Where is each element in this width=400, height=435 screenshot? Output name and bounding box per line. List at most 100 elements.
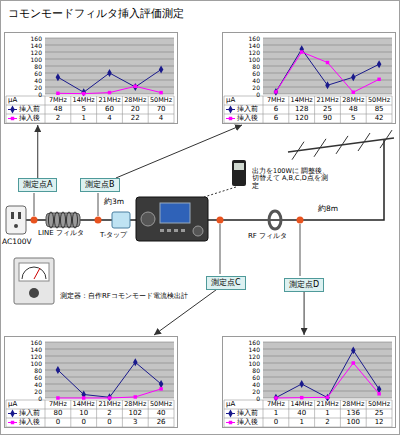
data-marker <box>107 69 112 77</box>
chart-text: 挿入後 <box>19 114 44 123</box>
annotation-label: T-タップ <box>100 231 127 239</box>
chart-text: 挿入前 <box>237 105 262 114</box>
transceiver <box>136 197 208 241</box>
coil-winding <box>49 212 54 228</box>
table-line <box>392 400 393 427</box>
chart-text: μA <box>226 400 262 409</box>
button <box>174 229 178 232</box>
chart-text: 100 <box>5 360 42 367</box>
button <box>181 229 185 232</box>
chart-text: 100 <box>340 418 366 427</box>
coil-winding <box>55 212 60 228</box>
chart-text: 40 <box>148 409 174 418</box>
table-line <box>340 400 341 427</box>
annotation-label: RF フィルタ <box>248 232 287 240</box>
meter-knob <box>29 288 39 298</box>
coil-winding <box>67 212 72 228</box>
t-tap <box>112 212 130 228</box>
data-marker <box>108 91 111 94</box>
data-line <box>58 86 161 93</box>
data-marker <box>159 380 164 388</box>
data-marker <box>326 61 329 64</box>
tuning-knob <box>141 212 155 226</box>
grid-line <box>263 38 392 39</box>
data-marker <box>377 78 380 81</box>
outlet-ground <box>14 224 18 228</box>
data-marker <box>133 83 138 91</box>
data-marker <box>274 396 277 399</box>
grid-line <box>263 94 392 95</box>
chart-panel: 160140120100806040200μA7MHz14MHz21MHz28M… <box>222 336 396 428</box>
table-line <box>70 400 71 427</box>
chart-text: 12 <box>366 418 392 427</box>
connector-arrow <box>116 125 242 178</box>
chart-text: 挿入前 <box>19 105 44 114</box>
chart-text: 48 <box>340 105 366 114</box>
table-line <box>174 96 175 123</box>
chart-text: 25 <box>366 409 392 418</box>
table-line <box>122 96 123 123</box>
grid-line <box>45 80 174 81</box>
chart-text: 40 <box>5 381 42 388</box>
table-line <box>6 427 174 428</box>
data-marker <box>300 50 303 53</box>
table-line <box>122 400 123 427</box>
chart-text: 140 <box>223 346 260 353</box>
meter-needle <box>34 268 40 279</box>
chart-text: 42 <box>366 114 392 123</box>
legend-marker <box>228 106 233 114</box>
chart-text: 128 <box>289 105 315 114</box>
table-line <box>366 96 367 123</box>
table-line <box>314 400 315 427</box>
chart-text: 0 <box>97 418 123 427</box>
data-marker <box>56 396 59 399</box>
grid-line <box>45 38 174 39</box>
button <box>160 229 164 232</box>
chart-text: 21MHz <box>315 400 341 409</box>
connector-arrow <box>304 292 305 335</box>
chart-text: 60 <box>5 70 42 77</box>
data-marker <box>299 45 304 53</box>
leader-line <box>98 193 99 216</box>
chart-text: 120 <box>223 353 260 360</box>
data-marker <box>299 380 304 388</box>
chart-text: 2 <box>45 114 71 123</box>
transceiver-display <box>160 203 190 223</box>
annotation-label: 測定器：自作RFコモンモード電流検出計 <box>60 292 188 300</box>
data-marker <box>134 395 137 398</box>
table-line <box>263 96 264 123</box>
chart-text: 28MHz <box>340 400 366 409</box>
grid-line <box>45 342 174 343</box>
chart-text: 120 <box>223 49 260 56</box>
table-line <box>314 96 315 123</box>
data-marker <box>274 90 277 93</box>
chart-text: 80 <box>223 367 260 374</box>
data-marker <box>82 396 85 399</box>
data-marker <box>159 66 164 74</box>
power-meter <box>232 160 246 186</box>
plot-area <box>263 342 392 398</box>
chart-text: 5 <box>71 105 97 114</box>
chart-text: 7MHz <box>263 96 289 105</box>
measure-point <box>95 217 102 224</box>
grid-line <box>263 391 392 392</box>
chart-text: 挿入後 <box>237 418 262 427</box>
data-line <box>276 363 379 398</box>
chart-text: 21MHz <box>315 96 341 105</box>
data-line <box>276 49 379 92</box>
chart-text: 20 <box>122 105 148 114</box>
chart-text: 7MHz <box>45 400 71 409</box>
table-line <box>70 96 71 123</box>
chart-text: 80 <box>5 367 42 374</box>
data-marker <box>351 346 356 354</box>
chart-text: 14MHz <box>289 400 315 409</box>
grid-line <box>45 363 174 364</box>
knob <box>193 226 203 236</box>
line-filter-core <box>46 213 80 227</box>
grid-line <box>45 349 174 350</box>
chart-text: 120 <box>5 353 42 360</box>
data-line <box>276 350 379 397</box>
legend-marker <box>229 117 232 120</box>
table-line <box>392 96 393 123</box>
chart-text: μA <box>8 400 44 409</box>
